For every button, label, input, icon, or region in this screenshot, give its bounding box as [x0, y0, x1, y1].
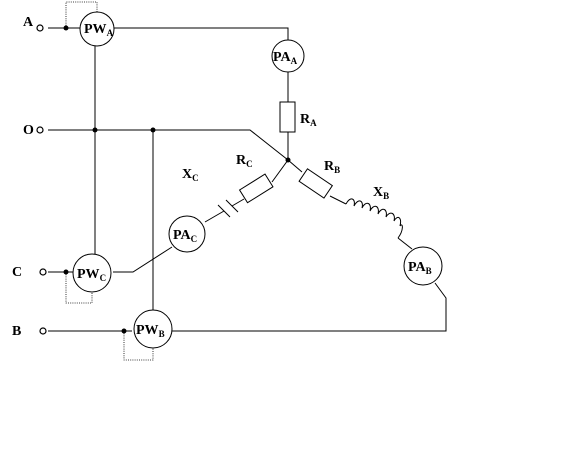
node-o-left — [92, 127, 98, 133]
ammeter-pa-c: PAC — [168, 215, 206, 253]
node-b — [121, 328, 127, 334]
svg-text:PAB: PAB — [408, 260, 432, 276]
wire-pw-b-to-pa-b — [172, 282, 447, 332]
inductor-xb-coil — [345, 198, 403, 239]
svg-text:PAC: PAC — [173, 228, 197, 244]
terminal-a: A — [23, 15, 44, 32]
svg-text:B: B — [12, 324, 21, 339]
node-o-right — [150, 127, 156, 133]
svg-text:O: O — [23, 123, 34, 138]
pw-c-current-loop — [65, 272, 93, 304]
node-c — [63, 269, 69, 275]
wattmeter-pw-b: PWB — [133, 309, 173, 349]
svg-text:PWA: PWA — [84, 22, 114, 38]
svg-text:PAA: PAA — [273, 50, 298, 66]
terminal-o: O — [23, 123, 44, 138]
svg-text:PWC: PWC — [77, 267, 106, 283]
wire-pw-c-to-pa-c — [113, 246, 173, 273]
wire-rc-to-star — [271, 159, 289, 183]
resistor-ra — [279, 101, 296, 133]
wire-xb-to-pa-b — [397, 237, 413, 250]
svg-text:PWB: PWB — [136, 323, 165, 339]
svg-text:A: A — [23, 15, 34, 30]
ammeter-pa-a: PAA — [271, 39, 305, 73]
label-xc: XC — [182, 167, 199, 183]
wire-xc-to-rc — [231, 198, 245, 207]
terminal-c: C — [12, 265, 47, 280]
label-rc: RC — [236, 153, 253, 169]
ammeter-pa-b: PAB — [403, 246, 443, 286]
wires — [48, 27, 447, 332]
wire-star-to-rb — [287, 159, 303, 173]
node-a — [63, 25, 69, 31]
wattmeter-pw-a: PWA — [79, 11, 115, 47]
wire-rb-to-xb — [329, 195, 347, 205]
label-rb: RB — [324, 159, 340, 175]
wattmeter-pw-c: PWC — [72, 253, 112, 293]
resistor-rb — [298, 168, 334, 199]
wire-pa-c-to-xc — [204, 210, 225, 223]
resistor-rc — [238, 173, 274, 204]
wire-line-o — [48, 129, 289, 161]
svg-text:C: C — [12, 265, 22, 280]
wire-a-to-pa-a — [114, 27, 289, 42]
node-star — [285, 157, 291, 163]
label-xb: XB — [373, 185, 389, 201]
capacitor-xc — [217, 199, 239, 218]
label-ra: RA — [300, 112, 317, 128]
terminal-b: B — [12, 324, 47, 339]
